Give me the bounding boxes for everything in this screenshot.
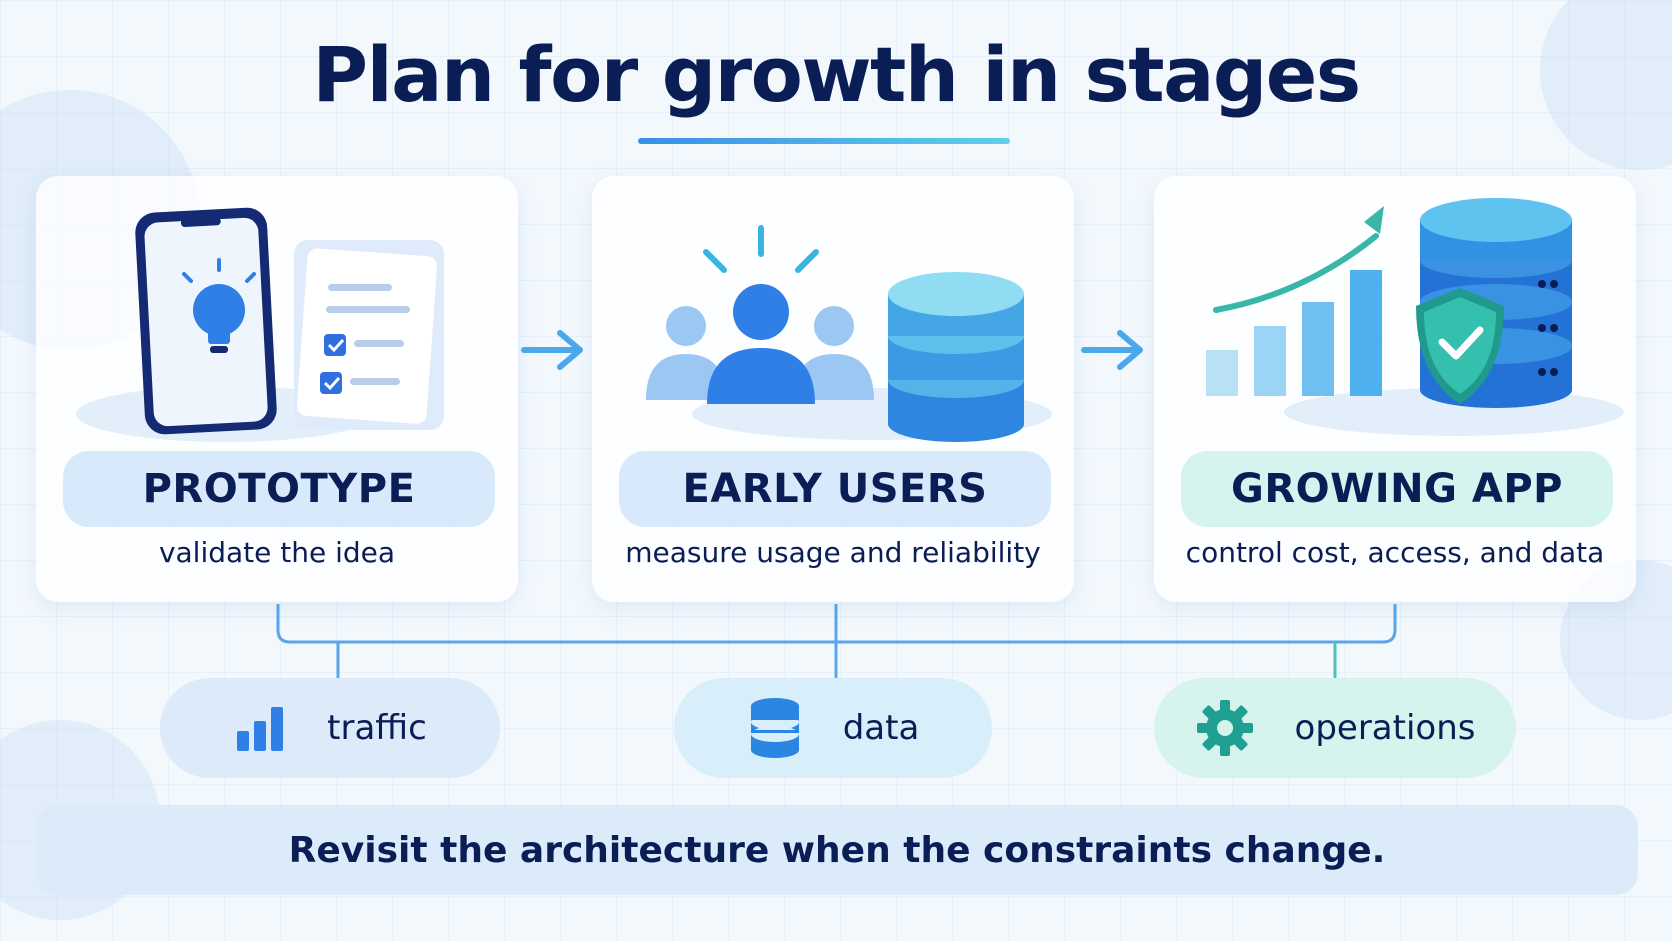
concern-label: data [842, 708, 920, 748]
page-title: Plan for growth in stages [312, 30, 1361, 119]
gear-icon [1196, 700, 1253, 756]
early-users-illustration [646, 225, 1052, 442]
stage-card-prototype: PROTOTYPE validate the idea [36, 176, 518, 602]
concern-label: operations [1294, 708, 1476, 748]
stage-subtitle: control cost, access, and data [1185, 536, 1605, 569]
growing-app-illustration [1206, 198, 1624, 436]
document-icon [320, 284, 410, 394]
arrow-right-icon [1081, 330, 1143, 370]
concern-label: traffic [327, 708, 427, 748]
stage-label: PROTOTYPE [63, 451, 495, 527]
stage-label: GROWING APP [1181, 451, 1613, 527]
users-icon [646, 225, 874, 404]
shield-check-icon [1416, 288, 1504, 404]
footer-banner: Revisit the architecture when the constr… [36, 805, 1638, 895]
concern-tag-operations: operations [1154, 678, 1516, 778]
stage-card-growing-app: GROWING APP control cost, access, and da… [1154, 176, 1636, 602]
title-underline [638, 138, 1010, 144]
prototype-illustration [76, 207, 444, 442]
concern-tag-data: data [674, 678, 992, 778]
growth-chart-icon [1206, 206, 1384, 396]
concern-tag-traffic: traffic [160, 678, 500, 778]
database-icon [888, 272, 1024, 442]
footer-text: Revisit the architecture when the constr… [288, 829, 1386, 871]
stage-subtitle: measure usage and reliability [625, 536, 1041, 569]
lightbulb-icon [182, 258, 256, 353]
arrow-right-icon [521, 330, 583, 370]
stage-subtitle: validate the idea [158, 536, 396, 569]
database-icon [750, 698, 799, 758]
stage-label: EARLY USERS [619, 451, 1051, 527]
stage-card-early-users: EARLY USERS measure usage and reliabilit… [592, 176, 1074, 602]
bar-chart-icon [237, 707, 284, 751]
